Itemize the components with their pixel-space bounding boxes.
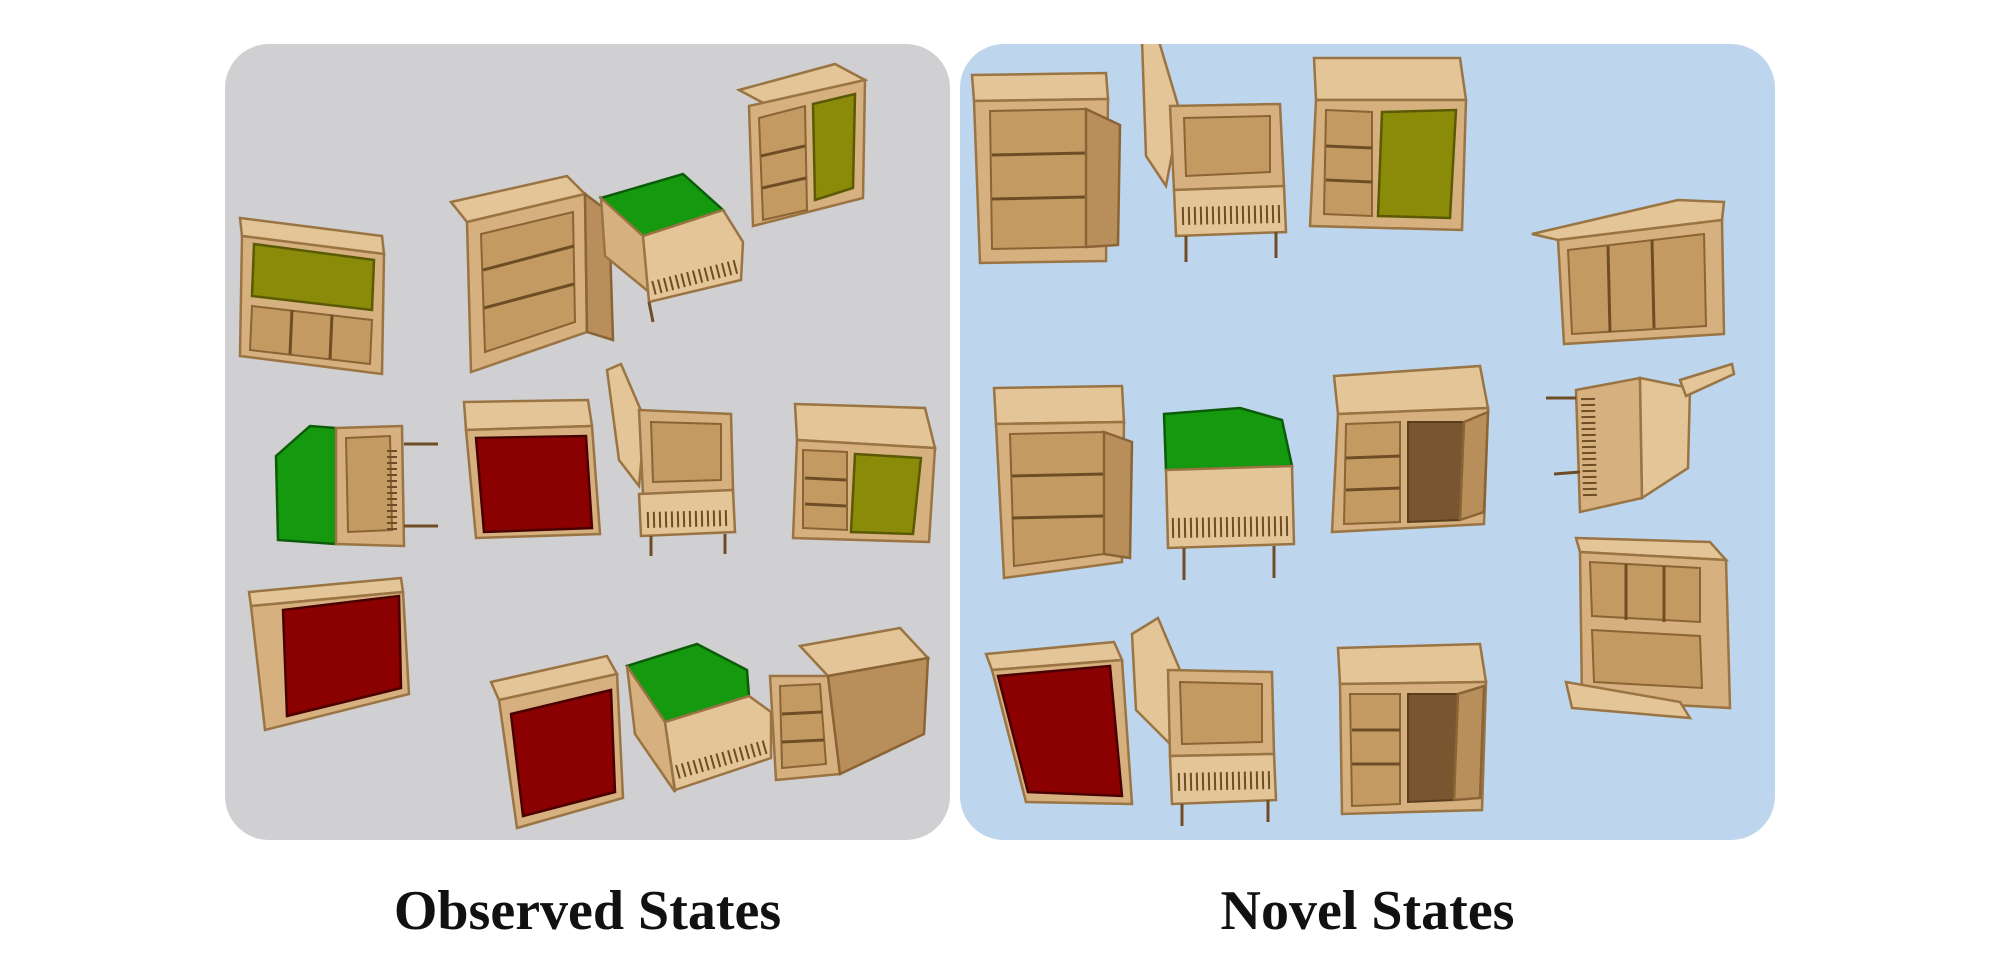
novel-cabinet-open-1: [970, 71, 1122, 265]
novel-cabinet-open-3: [1330, 364, 1490, 534]
observed-states-panel: [225, 44, 950, 840]
observed-states-caption: Observed States: [393, 880, 782, 942]
novel-states-caption: Novel States: [1220, 880, 1515, 942]
novel-cabinet-red-door: [984, 640, 1134, 806]
novel-states-panel: [960, 44, 1775, 840]
novel-cabinet-olive-door: [1308, 56, 1468, 232]
novel-crib-green-bed: [1162, 406, 1296, 580]
novel-shelf-unit-2: [1564, 536, 1732, 720]
crib-green-bed-1: [598, 172, 745, 323]
cabinet-olive-door-1: [238, 216, 386, 376]
crib-open-1: [605, 362, 737, 556]
novel-shelf-unit-1: [1531, 198, 1726, 346]
cabinet-olive-door-2: [735, 62, 869, 228]
novel-crib-open-1: [1140, 44, 1288, 262]
cabinet-open-shelves-2: [768, 626, 931, 782]
novel-crib-open-2: [1130, 616, 1278, 826]
cabinet-red-door-1: [462, 398, 602, 540]
crib-green-bed-3: [625, 642, 773, 793]
cabinet-open-shelves-1: [448, 174, 615, 374]
novel-crib-side: [1546, 362, 1736, 514]
novel-cabinet-open-2: [992, 384, 1134, 580]
crib-green-bed-2: [274, 424, 438, 548]
cabinet-olive-door-3: [791, 402, 937, 544]
cabinet-red-door-3: [489, 654, 625, 830]
novel-cabinet-open-4: [1336, 642, 1488, 816]
cabinet-red-door-2: [247, 576, 411, 732]
